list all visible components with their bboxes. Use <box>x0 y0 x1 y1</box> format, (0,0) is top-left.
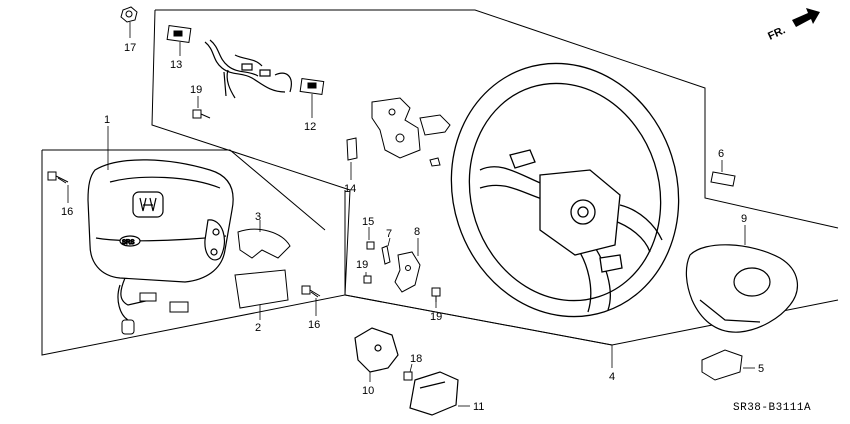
callout-11: 11 <box>473 401 484 413</box>
honda-emblem <box>132 191 164 218</box>
bracket-part-5 <box>701 349 743 381</box>
callout-16-right: 16 <box>308 319 320 331</box>
callout-18: 18 <box>410 353 422 365</box>
airbag-connector <box>121 292 189 335</box>
bolt-part-19-top <box>192 109 211 119</box>
switch-part-6 <box>710 171 736 187</box>
horn-pad-part-9 <box>685 244 798 333</box>
callout-labels: 17 13 19 12 14 1 16 3 2 16 15 7 8 19 19 … <box>61 42 764 413</box>
srs-badge <box>119 235 141 247</box>
group-outline-wheel-assembly <box>151 9 839 346</box>
srs-badge-text: SRS <box>122 240 134 246</box>
callout-14: 14 <box>344 183 356 195</box>
nut-part-17 <box>120 6 138 23</box>
screw-part-19-mid <box>363 275 372 284</box>
callout-3: 3 <box>255 211 261 223</box>
callout-12: 12 <box>304 121 316 133</box>
callout-17: 17 <box>124 42 136 54</box>
callout-5: 5 <box>758 363 764 375</box>
callout-19-top: 19 <box>190 84 202 96</box>
bracket-part-7 <box>381 245 391 265</box>
diagram-code: SR38-B3111A <box>733 402 811 414</box>
steering-wheel-part-4 <box>450 62 680 318</box>
callout-7: 7 <box>386 228 392 240</box>
front-direction-label: FR. <box>766 24 787 42</box>
front-direction-arrow <box>792 8 820 27</box>
callout-6: 6 <box>718 148 724 160</box>
cable-reel-strip-part-14 <box>346 137 358 161</box>
airbag-module-part-1: SRS <box>87 159 234 321</box>
bracket-part-8 <box>394 251 421 293</box>
callout-16-left: 16 <box>61 206 73 218</box>
screw-part-19-right <box>431 287 441 302</box>
front-direction-indicator: FR. <box>766 8 820 43</box>
screw-part-15 <box>366 241 375 250</box>
callout-1: 1 <box>104 114 110 126</box>
cover-part-3 <box>237 228 291 259</box>
leader-lines <box>67 22 755 407</box>
connector-part-12 <box>299 77 325 96</box>
bolt-part-16-right <box>301 285 321 298</box>
callout-10: 10 <box>362 385 374 397</box>
callout-2: 2 <box>255 322 261 334</box>
callout-15: 15 <box>362 216 374 228</box>
cable-reel-bracket <box>371 97 451 167</box>
callout-19-right: 19 <box>430 311 442 323</box>
callout-13: 13 <box>170 59 182 71</box>
callout-9: 9 <box>741 213 747 225</box>
callout-8: 8 <box>414 226 420 238</box>
cover-part-10 <box>354 327 399 373</box>
connector-part-13 <box>166 24 192 44</box>
bolt-part-16-left <box>47 171 69 184</box>
cover-part-2 <box>234 269 289 309</box>
callout-4: 4 <box>609 371 615 383</box>
screw-part-18 <box>403 371 413 381</box>
harness-cable-assembly <box>204 39 292 99</box>
callout-19-mid: 19 <box>356 259 368 271</box>
cover-part-11 <box>409 371 459 416</box>
group-outline-airbag <box>41 149 346 356</box>
